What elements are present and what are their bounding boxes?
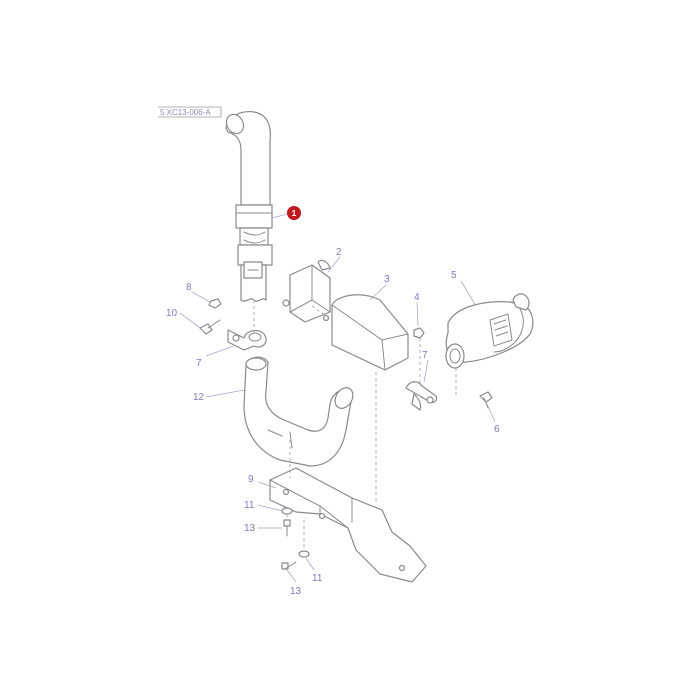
callout-8: 8 <box>186 282 192 293</box>
muffler-part <box>445 293 534 369</box>
callout-9: 9 <box>248 474 254 485</box>
callout-10: 10 <box>166 308 178 319</box>
nut-part-4 <box>413 327 425 339</box>
exhaust-elbow-pipe-part <box>243 356 354 467</box>
callout-numbers: 2 3 4 5 6 7 7 8 10 9 11 12 13 13 11 <box>166 247 500 597</box>
clamp-part-7-right <box>405 381 438 411</box>
callout-13-upper: 13 <box>244 523 256 534</box>
washer-part-11-upper <box>281 507 293 515</box>
callout-7-right: 7 <box>422 350 428 361</box>
part-1-highlight-badge[interactable]: 1 <box>271 206 301 220</box>
callout-11-lower: 11 <box>312 573 323 584</box>
bolt-part-13-lower <box>281 561 297 570</box>
callout-7-left: 7 <box>196 358 202 369</box>
assembly-guide-lines <box>253 300 457 550</box>
bolt-part-10 <box>199 319 221 335</box>
part-1-number: 1 <box>292 209 297 218</box>
callout-12: 12 <box>193 392 205 403</box>
reference-code-text: 5 XC13-006-A <box>160 108 211 117</box>
heat-shield-part <box>331 294 409 371</box>
bolt-part-6 <box>479 391 493 409</box>
washer-part-11-lower <box>298 550 310 558</box>
nut-part-8 <box>208 298 222 309</box>
callout-2: 2 <box>336 247 342 258</box>
exhaust-tailpipe-part[interactable] <box>223 111 273 302</box>
mounting-bracket-part <box>269 467 427 583</box>
reference-code-label: 5 XC13-006-A <box>158 106 222 118</box>
callout-3: 3 <box>384 274 390 285</box>
callout-5: 5 <box>451 270 457 281</box>
callout-11-upper: 11 <box>244 500 255 511</box>
callout-13-lower: 13 <box>290 586 302 597</box>
callout-leader-lines <box>179 256 496 583</box>
callout-4: 4 <box>414 292 420 303</box>
callout-6: 6 <box>494 424 500 435</box>
clamp-part-7-left <box>227 329 267 351</box>
bolt-part-13-upper <box>283 519 291 537</box>
heat-shield-bracket-part <box>282 259 331 323</box>
